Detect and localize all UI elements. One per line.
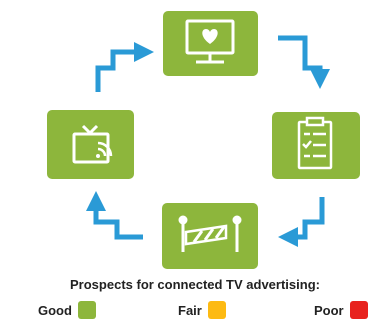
legend-good-label: Good (38, 302, 72, 318)
barrier-gate-icon (178, 215, 242, 252)
legend-fair-label: Fair (178, 302, 202, 318)
legend-good-swatch (77, 301, 96, 319)
legend-title: Prospects for connected TV advertising: (70, 277, 320, 292)
legend-good: Good (38, 301, 96, 319)
legend-fair: Fair (178, 301, 226, 319)
arrow-bottom-to-left (86, 191, 143, 240)
cast-tv-icon (72, 124, 113, 164)
node-monitor (163, 11, 258, 76)
node-cast-tv (47, 110, 134, 179)
legend-poor: Poor (314, 301, 368, 319)
monitor-heart-icon (185, 19, 235, 64)
arrow-left-to-top (95, 42, 154, 92)
legend-poor-swatch (349, 301, 368, 319)
clipboard-checklist-icon (297, 116, 333, 170)
arrow-right-to-bottom (278, 197, 325, 247)
arrow-top-to-right (278, 35, 330, 89)
legend-fair-swatch (207, 301, 226, 319)
node-clipboard (272, 112, 360, 179)
node-barrier (162, 203, 258, 269)
cycle-arrows (86, 35, 330, 247)
legend-poor-label: Poor (314, 302, 344, 318)
